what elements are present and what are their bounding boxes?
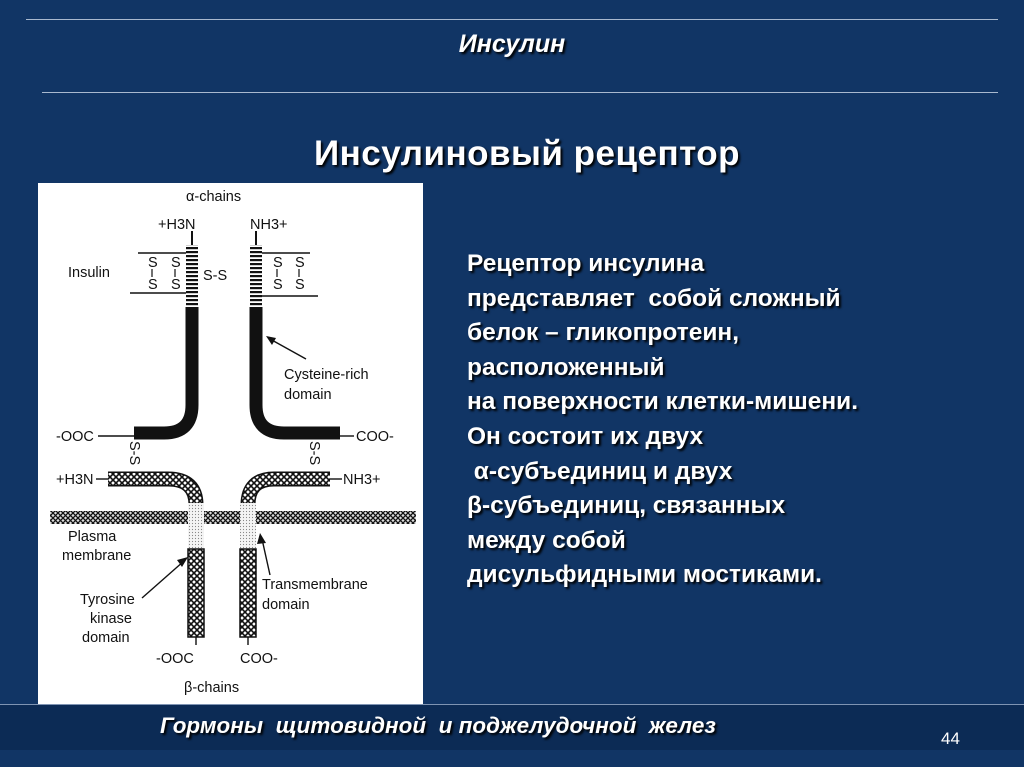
right-beta-n-terminus-label: NH3+ [343, 472, 380, 488]
svg-text:S: S [171, 277, 181, 293]
right-beta-extracellular [242, 473, 330, 506]
svg-text:S: S [148, 255, 158, 271]
description-line: дисульфидными мостиками. [467, 561, 822, 589]
cysteine-rich-label-line1: Cysteine-rich [284, 367, 369, 383]
top-rule [26, 19, 998, 20]
description-line: на поверхности клетки-мишени. [467, 388, 859, 416]
tyrosine-kinase-arrowhead [177, 557, 188, 567]
plasma-membrane [50, 511, 416, 524]
tyrosine-kinase-label-line2: kinase [90, 611, 132, 627]
svg-text:S: S [148, 277, 158, 293]
description-line: между собой [467, 526, 626, 554]
slide-heading: Инсулиновый рецептор [313, 134, 741, 173]
left-transmembrane-segment [188, 503, 204, 549]
transmembrane-label-line1: Transmembrane [262, 577, 368, 593]
footer-title: Гормоны щитовидной и поджелудочной желез [160, 713, 716, 738]
tyrosine-kinase-arrow [141, 560, 185, 599]
cysteine-rich-label-line2: domain [284, 387, 332, 403]
left-tyrosine-kinase-domain [187, 548, 205, 638]
left-c-terminus-label: -OOC [56, 429, 94, 445]
description-line: Рецептор инсулина [467, 250, 705, 277]
description-line: α-субъединиц и двух [467, 457, 733, 485]
transmembrane-label-line2: domain [262, 597, 310, 613]
right-n-terminus-label: NH3+ [250, 217, 287, 233]
right-transmembrane-segment [240, 503, 256, 549]
description-line: β-субъединиц, связанных [467, 492, 786, 520]
transmembrane-arrow [261, 538, 271, 576]
description-line: представляет собой сложный [467, 284, 841, 312]
right-insulin-binding-region [250, 245, 262, 307]
description-line: белок – гликопротеин, [467, 319, 740, 347]
plasma-membrane-label-line1: Plasma [68, 529, 117, 545]
svg-text:S: S [273, 277, 283, 293]
svg-text:S: S [295, 277, 305, 293]
transmembrane-arrowhead [257, 533, 266, 544]
tyrosine-kinase-label-line3: domain [82, 630, 130, 646]
svg-text:S: S [273, 255, 283, 271]
right-c-terminus-label: COO- [356, 429, 394, 445]
title-rule [42, 92, 998, 93]
right-alpha-chain [249, 307, 340, 440]
left-beta-n-terminus-label: +H3N [56, 472, 93, 488]
alpha-chains-label: α-chains [186, 189, 241, 205]
cysteine-rich-arrow [269, 338, 307, 360]
left-alpha-beta-disulfide-label: S-S [126, 441, 142, 465]
left-n-terminus-label: +H3N [158, 217, 195, 233]
left-alpha-chain [134, 307, 199, 440]
insulin-label: Insulin [68, 265, 110, 281]
left-insulin-binding-region [186, 245, 198, 307]
description-line: расположенный [467, 353, 665, 381]
plasma-membrane-label-line2: membrane [62, 548, 131, 564]
alpha-disulfide-label: S-S [203, 268, 227, 284]
receptor-description: Рецептор инсулина представляет собой сло… [467, 247, 1012, 593]
left-beta-c-terminus-label: -OOC [156, 651, 194, 667]
description-line: Он состоит их двух [467, 422, 704, 450]
right-alpha-beta-disulfide-label: S-S [306, 441, 322, 465]
insulin-receptor-diagram: α-chains +H3N NH3+ S-S Insulin S S S S S… [38, 183, 423, 704]
footer-top-rule [0, 704, 1024, 705]
left-beta-extracellular [108, 473, 202, 506]
svg-text:S: S [295, 255, 305, 271]
right-tyrosine-kinase-domain [239, 548, 257, 638]
left-insulin-molecule: S S S S [130, 252, 186, 294]
footer-bar [0, 704, 1024, 750]
tyrosine-kinase-label-line1: Tyrosine [80, 592, 135, 608]
section-title: Инсулин [458, 30, 566, 58]
svg-text:S: S [171, 255, 181, 271]
beta-chains-label: β-chains [184, 680, 239, 696]
right-beta-c-terminus-label: COO- [240, 651, 278, 667]
right-insulin-molecule: S S S S [262, 252, 318, 297]
cysteine-rich-arrowhead [266, 336, 276, 345]
page-number: 44 [941, 729, 960, 748]
